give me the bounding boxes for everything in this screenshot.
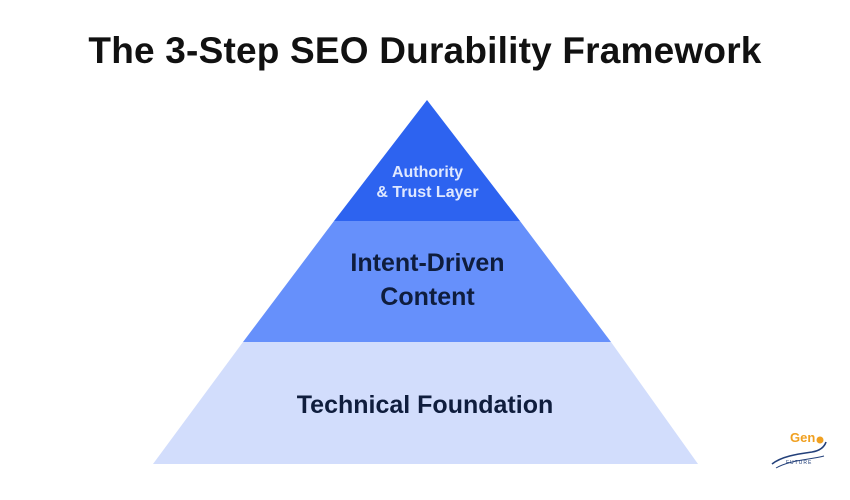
pyramid-tier-middle xyxy=(243,221,611,342)
tier-bottom-label: Technical Foundation xyxy=(296,391,554,419)
tier-middle-label-line-2: Content xyxy=(380,282,475,311)
logo-tagline: FUTURE xyxy=(786,460,813,466)
page-title: The 3-Step SEO Durability Framework xyxy=(88,30,762,71)
logo-brand-text: Gen xyxy=(790,430,816,445)
logo-swoosh-icon xyxy=(771,436,827,469)
tier-top-label: Authority & Trust Layer xyxy=(340,163,515,203)
pyramid-tier-bottom xyxy=(153,342,698,464)
tier-middle-label-line-1: Intent-Driven xyxy=(350,249,505,277)
pyramid-tier-top xyxy=(334,100,520,221)
tier-top-label-line-2: & Trust Layer xyxy=(376,184,479,201)
tier-middle-label: Intent-Driven Content xyxy=(290,247,565,315)
tier-top-label-line-1: Authority xyxy=(391,164,464,181)
brand-logo: Gen FUTURE xyxy=(768,430,830,470)
